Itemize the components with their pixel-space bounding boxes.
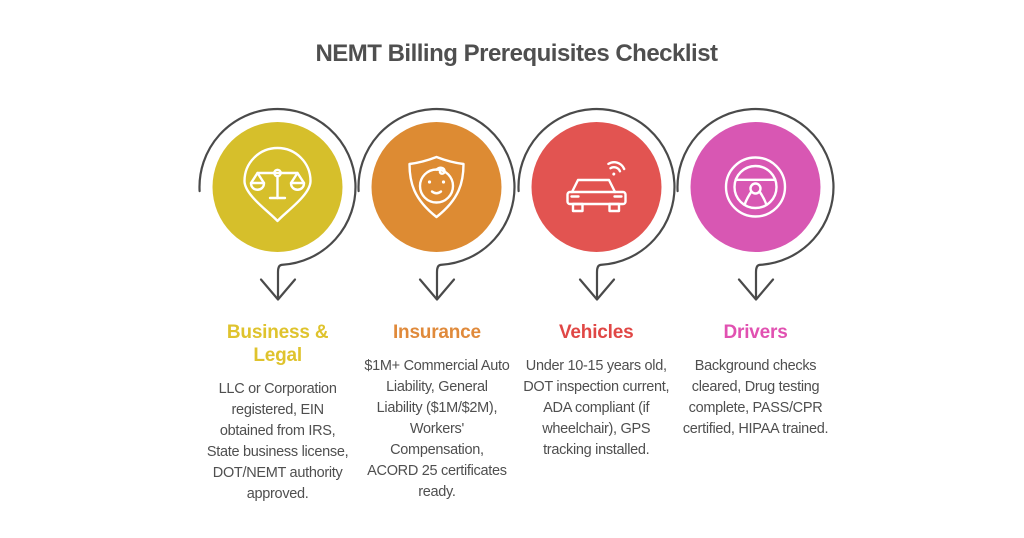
shield-face-icon [408, 155, 465, 219]
section-body: LLC or Corporation registered, EIN obtai… [206, 381, 349, 502]
insurance-circle [371, 122, 502, 252]
section-heading: Insurance [392, 322, 481, 343]
loop-circle-line [357, 107, 516, 301]
page-title: NEMT Billing Prerequisites Checklist [315, 40, 718, 67]
drivers-circle [690, 122, 821, 252]
car-gps-icon [565, 161, 627, 213]
loop-circle-line [517, 107, 676, 301]
section-business-legal: Business & Legal LLC or Corporation regi… [198, 103, 357, 505]
drivers-graphic [676, 107, 835, 301]
section-body: Under 10-15 years old, DOT inspection cu… [523, 358, 670, 458]
scale-pin-icon [243, 146, 312, 223]
business-legal-graphic [198, 107, 357, 301]
loop-outline [676, 107, 835, 301]
loop-outline [357, 107, 516, 301]
vehicles-circle [531, 122, 662, 252]
loop-circle-line [676, 107, 835, 301]
section-insurance: Insurance $1M+ Commercial Auto Liability… [357, 103, 516, 505]
down-arrow-icon [737, 278, 774, 301]
section-body: Background checks cleared, Drug testing … [682, 358, 829, 437]
down-arrow-icon [578, 278, 615, 301]
loop-outline [198, 107, 357, 301]
checklist-row: Business & Legal LLC or Corporation regi… [198, 103, 835, 505]
loop-circle-line [198, 107, 357, 301]
section-body: $1M+ Commercial Auto Liability, General … [364, 358, 510, 500]
steering-wheel-icon [724, 156, 787, 218]
loop-outline [517, 107, 676, 301]
section-heading: Vehicles [559, 322, 634, 343]
section-vehicles: Vehicles Under 10-15 years old, DOT insp… [517, 103, 676, 505]
section-heading: Drivers [723, 322, 788, 343]
down-arrow-icon [419, 278, 456, 301]
vehicles-graphic [517, 107, 676, 301]
down-arrow-icon [259, 278, 297, 301]
section-heading: Business & Legal [226, 322, 329, 366]
insurance-graphic [357, 107, 516, 301]
section-drivers: Drivers Background checks cleared, Drug … [676, 103, 835, 505]
